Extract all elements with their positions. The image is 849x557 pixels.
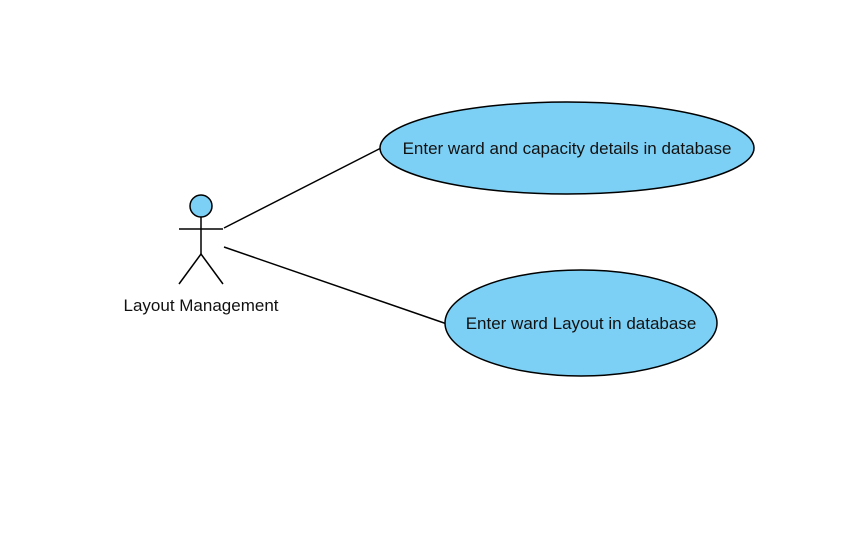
actor-left-leg: [178, 253, 202, 285]
association-line-1: [223, 147, 382, 229]
use-case-1[interactable]: Enter ward and capacity details in datab…: [379, 101, 755, 195]
actor-right-leg: [200, 253, 224, 285]
use-case-2-label: Enter ward Layout in database: [466, 314, 697, 333]
use-case-2-ellipse[interactable]: [444, 269, 718, 377]
use-case-2[interactable]: Enter ward Layout in database: [444, 269, 718, 377]
actor-head: [189, 194, 213, 218]
actor-figure[interactable]: [178, 194, 224, 285]
use-case-1-ellipse[interactable]: [379, 101, 755, 195]
use-case-1-label: Enter ward and capacity details in datab…: [403, 139, 732, 158]
actor-label: Layout Management: [124, 296, 279, 315]
association-line-2: [223, 246, 448, 325]
